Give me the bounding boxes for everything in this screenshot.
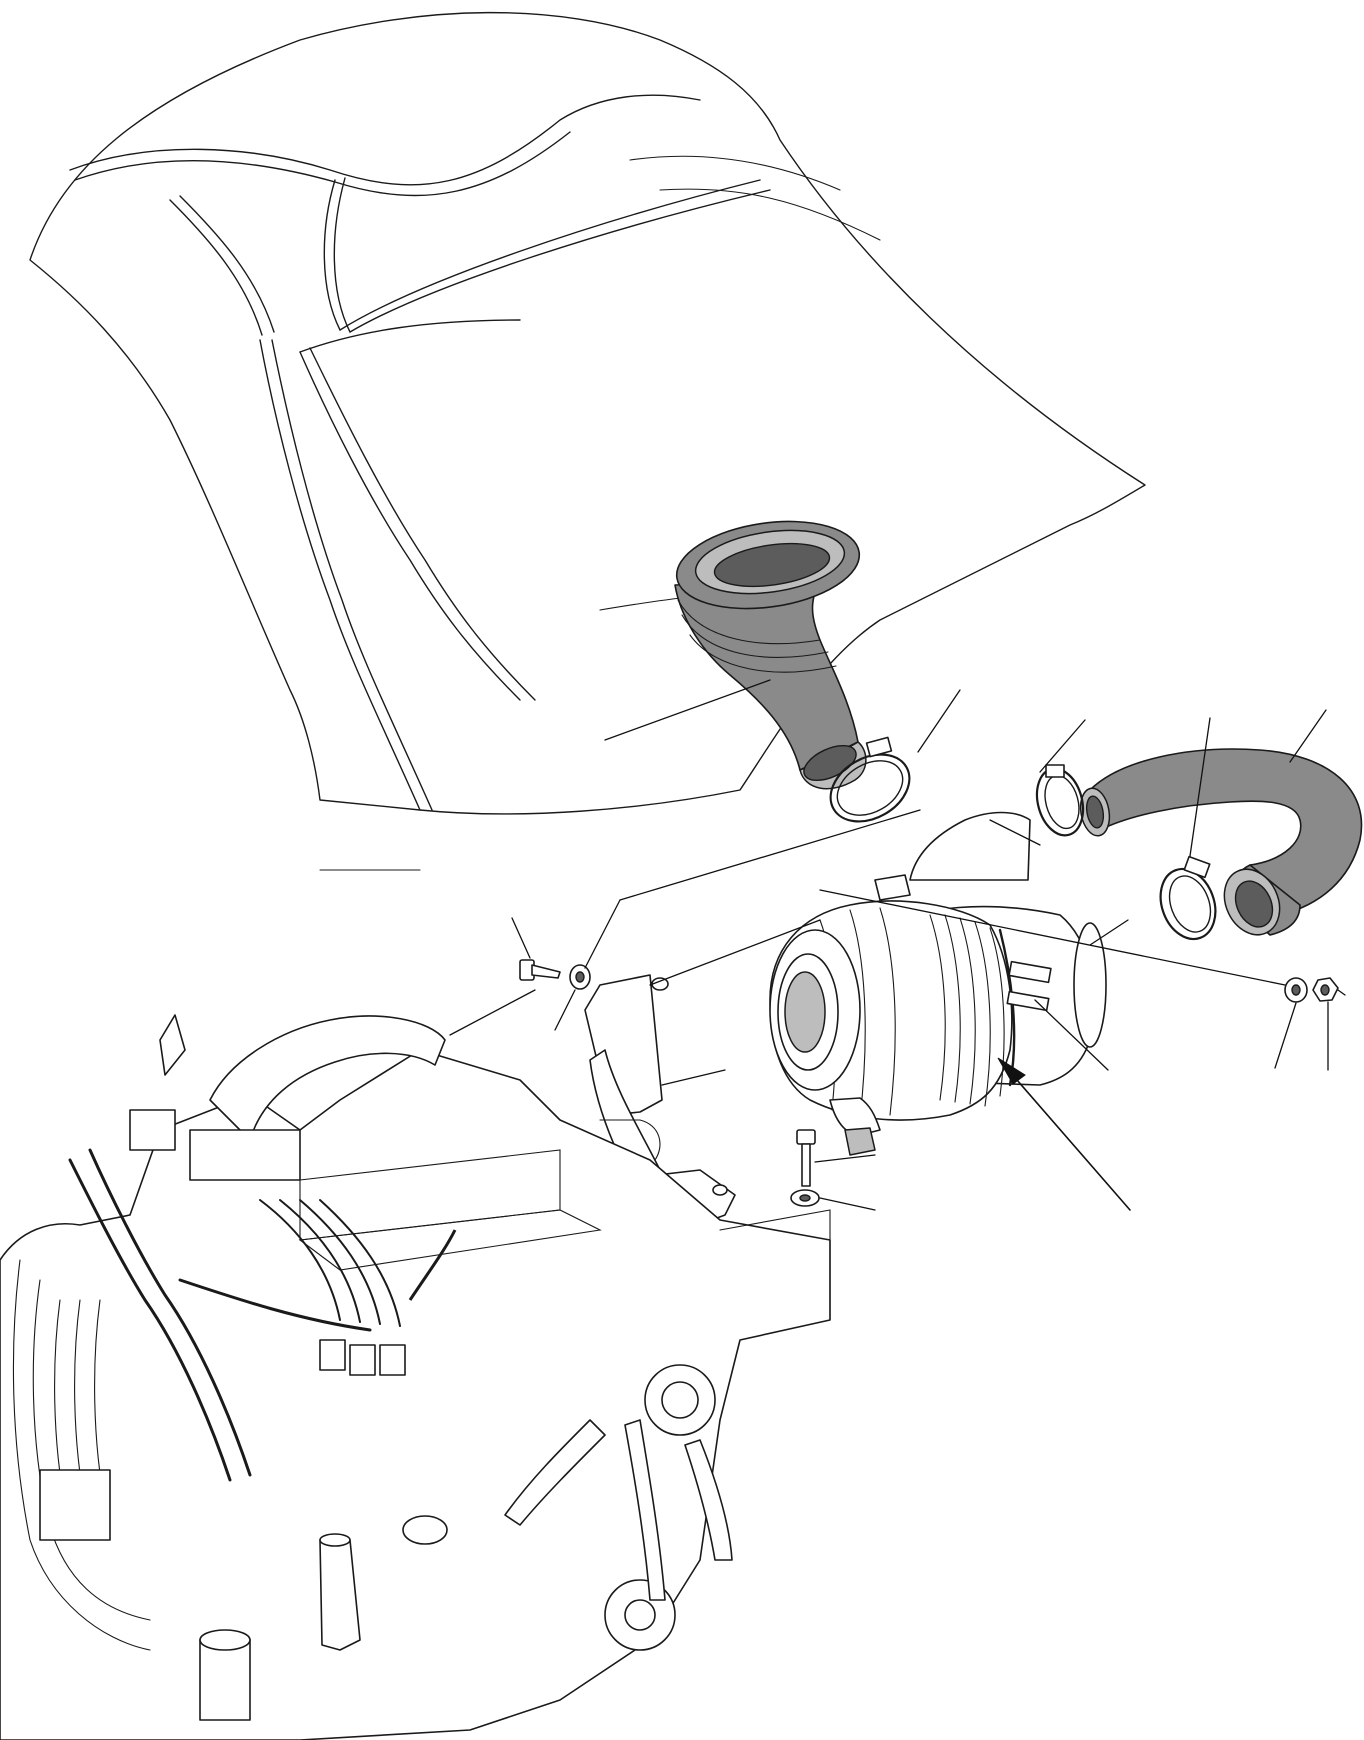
leader-housing-outlet (989, 819, 1041, 846)
hose-clamp-lower (1159, 855, 1217, 941)
leader-washer-upper-below (554, 989, 576, 1031)
hose-clamp-middle (1035, 764, 1085, 837)
reference-arrow (997, 1057, 1131, 1211)
cab-roof (29, 11, 1146, 871)
leader-bracket (661, 1069, 726, 1086)
leader-lines (449, 679, 1346, 1211)
leader-bracket-hole (649, 919, 821, 986)
intake-elbow (674, 520, 867, 790)
leader-bolt-lower (814, 1154, 876, 1163)
arrow-head-icon (997, 1057, 1026, 1085)
leader-bolt-upper (511, 917, 531, 959)
intake-hose (1079, 748, 1363, 936)
washer-upper (569, 964, 591, 990)
hose-clamp-upper (829, 736, 911, 823)
leader-band-strap (1034, 999, 1109, 1071)
leader-washer-upper (584, 899, 621, 969)
leader-housing-hose (1089, 919, 1129, 946)
leader-engine-pipe (449, 989, 536, 1036)
band-strap (874, 874, 1052, 1087)
leader-washer-right (819, 889, 1286, 986)
leader-intake-hose (1289, 709, 1327, 763)
bolt-lower (796, 1129, 816, 1187)
bolt-upper (519, 959, 561, 981)
leader-clamp-middle (1039, 719, 1086, 773)
engine-block (0, 1014, 831, 1740)
nut-right (1312, 977, 1339, 1002)
leader-washer-right-below (1274, 1002, 1297, 1069)
leader-housing-bracket (619, 809, 921, 901)
washer-right (1284, 977, 1308, 1003)
leader-clamp-lower (1189, 717, 1211, 857)
leader-washer-lower (819, 1197, 876, 1211)
leader-clamp-upper (917, 689, 961, 753)
washer-lower (790, 1189, 820, 1207)
leader-nut-right-side (1337, 989, 1346, 996)
leader-intake-elbow (604, 679, 771, 741)
air-filter-housing (769, 811, 1107, 1156)
